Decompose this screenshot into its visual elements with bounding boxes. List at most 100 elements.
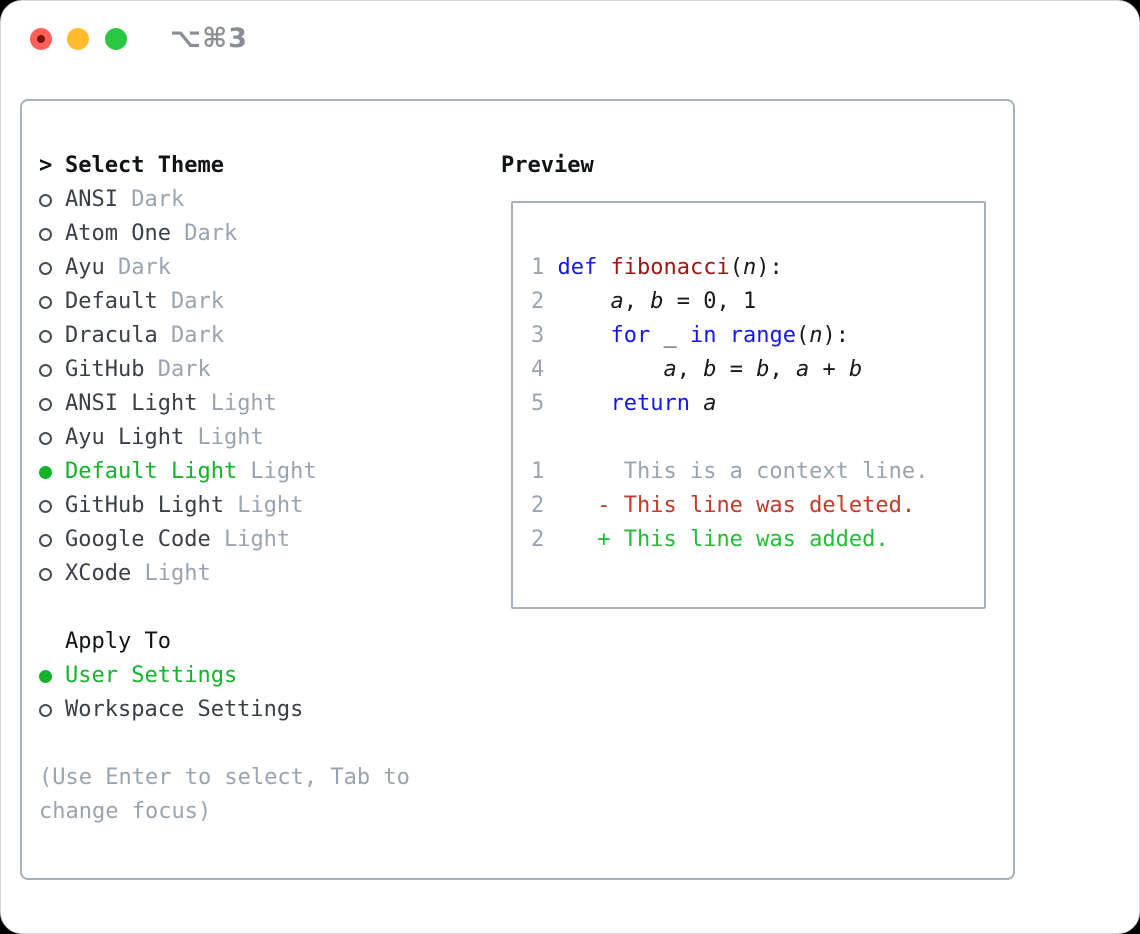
apply-option-label: User Settings: [65, 663, 238, 688]
theme-item-atom-one[interactable]: Atom One Dark: [39, 217, 501, 251]
theme-item-ansi-light[interactable]: ANSI Light Light: [39, 387, 501, 421]
close-dot-icon: [37, 35, 45, 43]
radio-unselected-icon: [39, 431, 52, 445]
theme-item-github[interactable]: GitHub Dark: [39, 353, 501, 387]
theme-variant: Light: [184, 425, 264, 450]
code-token: a: [703, 391, 717, 416]
theme-item-ayu-light[interactable]: Ayu Light Light: [39, 421, 501, 455]
radio-unselected-icon: [39, 567, 52, 581]
code-token: n: [809, 323, 823, 348]
code-token: n: [742, 255, 757, 280]
line-number: 2: [531, 527, 545, 552]
diff-line-deleted: 2 - This line was deleted.: [531, 489, 984, 523]
theme-name: ANSI Light: [65, 391, 198, 416]
radio-selected-icon: [39, 465, 52, 479]
theme-item-google-code[interactable]: Google Code Light: [39, 523, 501, 557]
minimize-button[interactable]: [67, 28, 89, 50]
close-button[interactable]: [30, 28, 52, 50]
code-token: a: [610, 289, 624, 314]
theme-name: Atom One: [65, 221, 171, 246]
theme-name: GitHub: [65, 357, 145, 382]
diff-line-added: 2 + This line was added.: [531, 523, 984, 557]
line-number: 3: [531, 323, 545, 348]
theme-item-ansi[interactable]: ANSI Dark: [39, 183, 501, 217]
theme-variant: Dark: [144, 357, 211, 382]
theme-item-default-light[interactable]: Default Light Light: [39, 455, 501, 489]
line-number: 2: [531, 493, 545, 518]
apply-to-title: Apply To: [65, 629, 171, 654]
theme-variant: Light: [210, 527, 291, 552]
titlebar: ⌥⌘3: [1, 1, 1139, 99]
code-token: = 0, 1: [663, 289, 757, 314]
theme-name: Default: [65, 289, 158, 314]
theme-variant: Dark: [157, 323, 224, 348]
code-token: b: [650, 289, 664, 314]
preview-title: Preview: [501, 153, 594, 178]
radio-unselected-icon: [39, 295, 52, 309]
code-token: [558, 357, 664, 382]
theme-item-xcode[interactable]: XCode Light: [39, 557, 501, 591]
line-number: 5: [531, 391, 545, 416]
spacer: [39, 591, 501, 625]
theme-name: Ayu Light: [65, 425, 185, 450]
code-token: a: [663, 357, 677, 382]
code-token: [558, 323, 611, 348]
radio-unselected-icon: [39, 227, 52, 241]
diff-text: This is a context line.: [557, 459, 929, 484]
apply-option-workspace-settings[interactable]: Workspace Settings: [39, 693, 501, 727]
theme-name: Default Light: [65, 459, 238, 484]
radio-unselected-icon: [39, 329, 52, 343]
code-token: in: [689, 323, 717, 348]
code-token: ):: [822, 323, 849, 348]
code-line: 3 for _ in range(n):: [531, 319, 984, 353]
code-token: ):: [756, 255, 783, 280]
diff-text: + This line was added.: [557, 527, 889, 552]
theme-item-dracula[interactable]: Dracula Dark: [39, 319, 501, 353]
theme-variant: Light: [131, 561, 211, 586]
code-token: fibonacci: [610, 255, 730, 280]
code-token: ,: [623, 289, 651, 314]
theme-item-default[interactable]: Default Dark: [39, 285, 501, 319]
diff-text: - This line was deleted.: [557, 493, 916, 518]
code-token: +: [809, 357, 849, 382]
select-theme-title: Select Theme: [65, 153, 224, 178]
theme-name: GitHub Light: [65, 493, 224, 518]
preview-column: Preview 1 def fibonacci(n):2 a, b = 0, 1…: [501, 149, 987, 878]
code-token: for: [610, 323, 651, 348]
line-number: 2: [531, 289, 545, 314]
prompt-caret-icon: >: [39, 153, 53, 178]
theme-variant: Light: [197, 391, 277, 416]
apply-option-user-settings[interactable]: User Settings: [39, 659, 501, 693]
theme-variant: Dark: [104, 255, 171, 280]
radio-unselected-icon: [39, 261, 52, 275]
select-theme-header: > Select Theme: [39, 149, 501, 183]
theme-name: Ayu: [65, 255, 105, 280]
code-line: 5 return a: [531, 387, 984, 421]
theme-item-ayu[interactable]: Ayu Dark: [39, 251, 501, 285]
code-token: a: [795, 357, 810, 382]
radio-unselected-icon: [39, 499, 52, 513]
radio-unselected-icon: [39, 533, 52, 547]
code-token: b: [703, 357, 717, 382]
code-line: [531, 421, 984, 455]
code-token: (: [729, 255, 743, 280]
radio-selected-icon: [39, 669, 52, 683]
code-line: 2 a, b = 0, 1: [531, 285, 984, 319]
radio-unselected-icon: [39, 703, 52, 717]
zoom-button[interactable]: [105, 28, 127, 50]
code-token: [558, 391, 611, 416]
code-token: b: [756, 357, 770, 382]
radio-unselected-icon: [39, 193, 52, 207]
theme-variant: Light: [223, 493, 304, 518]
theme-variant: Dark: [170, 221, 238, 246]
radio-unselected-icon: [39, 363, 52, 377]
apply-to-header: Apply To: [39, 625, 501, 659]
theme-variant: Dark: [117, 187, 185, 212]
theme-item-github-light[interactable]: GitHub Light Light: [39, 489, 501, 523]
diff-line-context: 1 This is a context line.: [531, 455, 984, 489]
code-line: 1 def fibonacci(n):: [531, 251, 984, 285]
code-token: _: [650, 323, 690, 348]
